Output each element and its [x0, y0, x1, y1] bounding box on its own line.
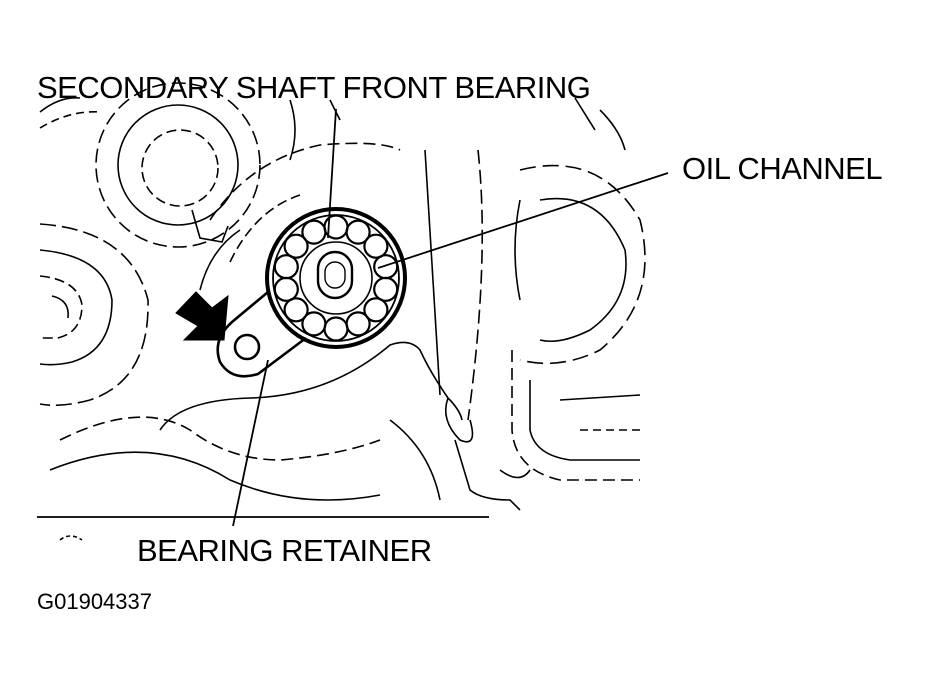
leader-lines	[232, 108, 669, 527]
leader-oil-channel	[377, 172, 669, 269]
left-housing-arc-inner	[39, 249, 113, 366]
bearing-inner-race	[299, 241, 373, 315]
upper-left-boss-mid	[117, 104, 239, 226]
leader-secondary-shaft-bearing	[327, 108, 337, 239]
bearing-ball	[301, 311, 327, 337]
label-bearing-retainer: BEARING RETAINER	[137, 533, 432, 568]
bearing-balls	[273, 214, 399, 342]
retainer-bolt	[233, 333, 261, 361]
upper-left-boss-inner	[141, 129, 219, 207]
bearing-ball	[283, 233, 309, 259]
secondary-shaft-front-bearing	[265, 207, 407, 349]
upper-left-boss-tab	[191, 209, 229, 243]
bearing-ball	[323, 316, 349, 342]
left-housing-arc-outer	[39, 223, 149, 407]
label-oil-channel: OIL CHANNEL	[682, 151, 883, 186]
housing-linework	[39, 82, 646, 541]
center-shaft-line-left	[424, 149, 441, 396]
bearing-ball	[283, 297, 309, 323]
bearing-ball	[373, 276, 399, 302]
bearing-ball	[373, 254, 399, 280]
bearing-ball	[363, 233, 389, 259]
figure-code: G01904337	[37, 589, 152, 614]
bearing-ball	[273, 276, 299, 302]
bearing-ball	[345, 311, 371, 337]
bearing-ball	[363, 297, 389, 323]
right-housing-arc-inner	[539, 197, 627, 343]
leader-bearing-retainer	[232, 359, 269, 527]
right-housing-arc-outer	[519, 164, 646, 365]
shaft-slot	[316, 250, 354, 300]
bearing-ball	[301, 219, 327, 245]
label-secondary-shaft-front-bearing: SECONDARY SHAFT FRONT BEARING	[37, 70, 591, 105]
bearing-cage	[272, 214, 400, 342]
upper-left-boss-outer	[95, 82, 261, 248]
bearing-ball	[273, 254, 299, 280]
arrow-icon	[175, 291, 229, 341]
bearing-ball	[345, 219, 371, 245]
center-shaft-line-right	[467, 149, 484, 421]
bearing-outer-race	[265, 207, 407, 349]
